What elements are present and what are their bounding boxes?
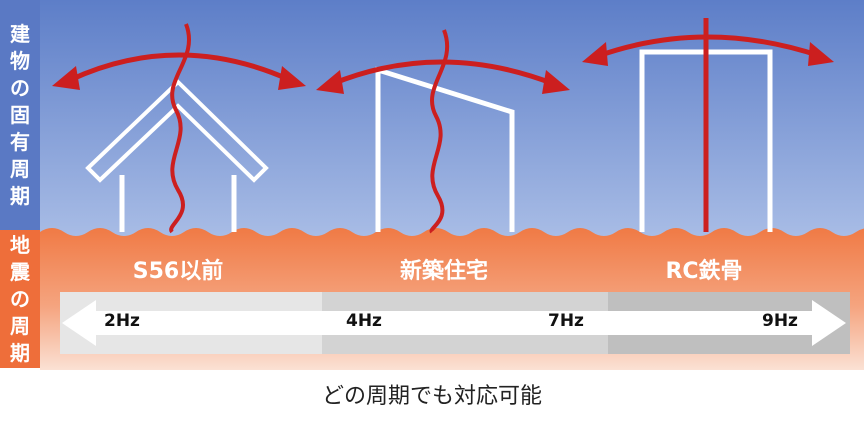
ground-label-char: の (10, 286, 30, 311)
building-label-char: の (10, 75, 30, 100)
building-period-label: 建物の固有周期 (0, 0, 40, 230)
tick-9hz: 9Hz (762, 311, 798, 331)
frequency-double-arrow (62, 300, 846, 346)
label-new-house: 新築住宅 (399, 259, 488, 284)
label-rc-building: RC鉄骨 (665, 259, 743, 284)
new-sloped-house-icon (375, 66, 515, 232)
ground-label-char: 期 (10, 340, 30, 365)
earthquake-period-label: 地震の周期 (0, 230, 40, 368)
sway-arrow-new-house (329, 59, 557, 87)
building-label-char: 期 (10, 183, 30, 208)
label-old-house: S56以前 (132, 259, 224, 284)
ground-label-char: 地 (10, 232, 30, 257)
tick-4hz: 4Hz (346, 311, 382, 331)
tick-7hz: 7Hz (548, 311, 584, 331)
ground-label-char: 周 (10, 313, 30, 338)
vibration-lines (169, 18, 709, 234)
building-label-char: 有 (10, 129, 30, 154)
building-label-char: 建 (10, 21, 30, 46)
sway-arrow-old-house (67, 52, 293, 83)
tick-2hz: 2Hz (104, 311, 140, 331)
caption: どの周期でも対応可能 (321, 384, 542, 409)
building-label-char: 固 (10, 102, 30, 127)
arrowheads (52, 42, 834, 94)
old-gable-house-icon (85, 79, 269, 232)
ground-label-char: 震 (10, 259, 30, 284)
building-label-char: 周 (10, 156, 30, 181)
building-label-char: 物 (10, 48, 30, 73)
